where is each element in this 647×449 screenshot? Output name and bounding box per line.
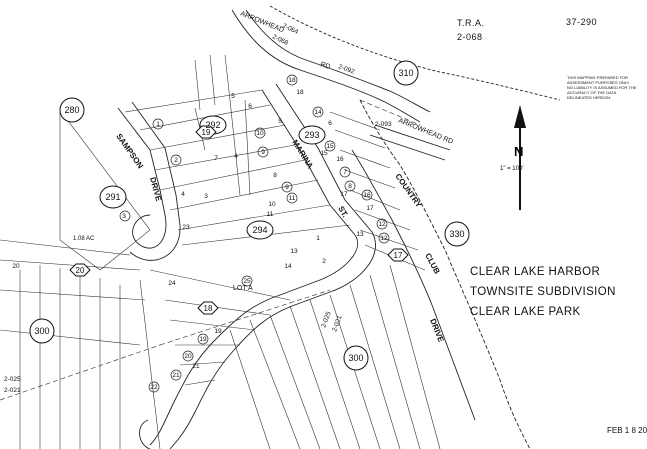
map-title-block: CLEAR LAKE HARBOR TOWNSITE SUBDIVISION C… xyxy=(470,262,640,322)
hex-number: 18 xyxy=(204,304,213,313)
block-circles xyxy=(29,60,470,371)
disclaimer-text: THIS MAPPING PREPARED FOR ASSESSMENT PUR… xyxy=(567,75,637,100)
parcel-number: 14 xyxy=(314,109,322,116)
parcel-number: 7 xyxy=(343,169,347,176)
parcel-number: 19 xyxy=(199,336,207,343)
tra-code: 2-021 xyxy=(331,314,343,332)
scale-label: 1" = 100' xyxy=(500,166,523,172)
title-line-3: CLEAR LAKE PARK xyxy=(470,306,581,318)
hexagons xyxy=(69,125,409,315)
parcel-number: 6 xyxy=(328,120,332,127)
parcel-number: 14 xyxy=(284,263,292,270)
parcel-number: 10 xyxy=(256,130,264,137)
tra-code: 2-021 xyxy=(4,387,21,394)
parcel-number: 20 xyxy=(12,263,20,270)
tra-code-header: 2-068 xyxy=(457,32,483,42)
block-number: 280 xyxy=(64,105,79,115)
lot-a-label: LOT A xyxy=(233,285,253,292)
parcel-number: 2 xyxy=(174,157,178,164)
hex-labels: 20 17 18 19 xyxy=(76,128,403,313)
rd-label: RD xyxy=(319,61,331,71)
title-line-1: CLEAR LAKE HARBOR xyxy=(470,266,601,278)
parcel-lines xyxy=(0,54,441,449)
parcel-number: 17 xyxy=(340,191,348,198)
parcel-number: 9 xyxy=(285,184,289,191)
parcel-number: 18 xyxy=(288,77,296,84)
parcel-number: 8 xyxy=(348,183,352,190)
small-parcel-circles xyxy=(119,74,390,393)
parcel-number: 3 xyxy=(122,213,126,220)
block-number: 292 xyxy=(205,120,220,130)
tra-code: 2-068 xyxy=(271,33,289,47)
north-arrow: N 1" = 100' xyxy=(500,105,526,210)
north-letter: N xyxy=(514,144,523,159)
hex-number: 17 xyxy=(394,251,403,260)
parcel-number: 1 xyxy=(316,235,320,242)
parcel-number: 5 xyxy=(278,118,282,125)
country-label: COUNTRY xyxy=(393,172,423,210)
parcel-number: 3 xyxy=(204,193,208,200)
tra-code: 2-092 xyxy=(337,63,355,75)
roads xyxy=(117,83,531,449)
parcel-number: 11 xyxy=(267,211,274,218)
parcel-number: 20 xyxy=(184,353,192,360)
parcel-number: 5 xyxy=(231,93,235,100)
block-number: 310 xyxy=(398,68,413,78)
parcel-number: 16 xyxy=(336,156,344,163)
block-number: 330 xyxy=(449,229,464,239)
tra-code: 2-025 xyxy=(320,310,332,328)
parcel-number: 9 xyxy=(261,149,265,156)
title-line-2: TOWNSITE SUBDIVISION xyxy=(470,286,616,298)
parcel-number: 19 xyxy=(214,328,222,335)
st-label: ST. xyxy=(336,205,350,220)
block-number: 300 xyxy=(348,353,363,363)
tra-code: 2-064 xyxy=(281,22,299,36)
map-number: 37-290 xyxy=(566,17,598,27)
parcel-number: 4 xyxy=(234,153,238,160)
tra-boundaries xyxy=(0,99,421,401)
parcel-number: 17 xyxy=(366,205,374,212)
parcel-number: 25 xyxy=(243,278,251,285)
arrowhead-road xyxy=(231,5,561,161)
parcel-number: 16 xyxy=(363,192,371,199)
tra-code: 2-093 xyxy=(375,121,392,128)
parcel-number: 4 xyxy=(181,191,185,198)
parcel-number: 23 xyxy=(182,224,190,231)
date-stamp: FEB 1 8 20 xyxy=(607,426,647,435)
parcel-numbers: 1 2 3 4 5 6 7 8 9 10 11 12 13 14 15 16 1… xyxy=(12,77,388,391)
block-number: 294 xyxy=(252,225,267,235)
parcel-number: 12 xyxy=(380,235,388,242)
parcel-number: 24 xyxy=(168,280,176,287)
parcel-number: 18 xyxy=(296,89,304,96)
parcel-number: 13 xyxy=(290,248,298,255)
parcel-number: 21 xyxy=(172,372,180,379)
club-label: CLUB xyxy=(423,252,441,276)
parcel-number: 15 xyxy=(326,143,334,150)
club-drive-label: DRIVE xyxy=(428,317,446,344)
tra-label: T.R.A. xyxy=(457,18,485,28)
parcel-number: 21 xyxy=(192,363,200,370)
acreage-label: 1.08 AC xyxy=(73,236,95,242)
parcel-number: 10 xyxy=(268,201,276,208)
tra-code: 2-025 xyxy=(4,376,21,383)
block-number: 300 xyxy=(34,326,49,336)
parcel-number: 22 xyxy=(150,384,158,391)
parcel-number: 15 xyxy=(320,150,328,157)
parcel-number: 11 xyxy=(289,195,296,202)
hex-number: 20 xyxy=(76,266,85,275)
parcel-number: 7 xyxy=(214,155,218,162)
parcel-number: 13 xyxy=(356,231,364,238)
block-labels: 280 310 292 293 291 294 330 300 300 xyxy=(34,68,464,363)
parcel-number: 6 xyxy=(248,103,252,110)
block-number: 291 xyxy=(105,192,120,202)
drive-label: DRIVE xyxy=(148,176,163,203)
street-labels: ARROWHEAD RD ARROWHEAD RD SAMPSON DRIVE … xyxy=(73,10,454,344)
parcel-number: 1 xyxy=(156,121,160,128)
parcel-number: 12 xyxy=(378,221,386,228)
hex-number: 19 xyxy=(202,128,211,137)
block-number: 293 xyxy=(304,130,319,140)
parcel-number: 8 xyxy=(273,172,277,179)
parcel-number: 2 xyxy=(322,258,326,265)
